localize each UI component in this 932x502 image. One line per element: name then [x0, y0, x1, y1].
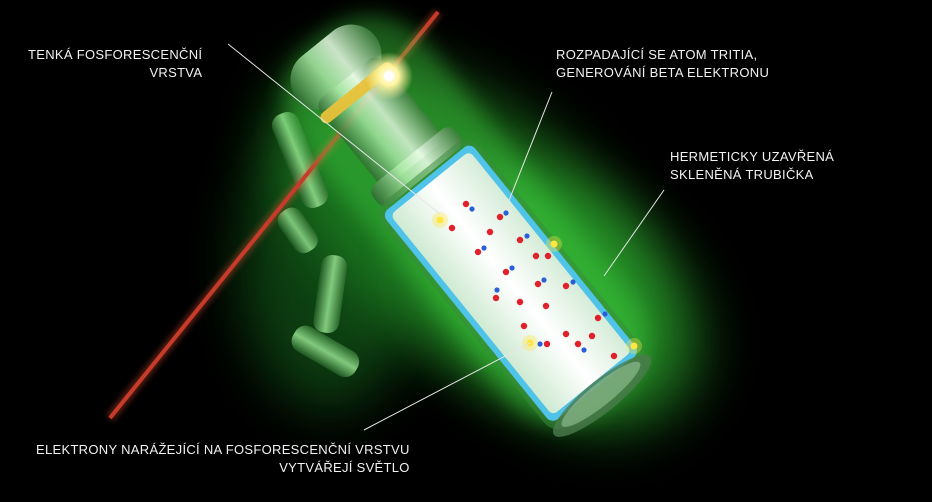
- tritium-atom-icon: [496, 210, 509, 221]
- label-electrons-hit: ELEKTRONY NARÁŽEJÍCÍ NA FOSFORESCENČNÍ V…: [36, 441, 410, 477]
- tritium-atom-icon: [574, 340, 587, 353]
- tritium-atom-icon: [537, 340, 551, 348]
- label-phosphor-layer-line-2: VRSTVA: [149, 65, 203, 80]
- tritium-atom-icon: [594, 311, 608, 322]
- tritium-atom-icon: [492, 287, 500, 302]
- tritium-atom-icon: [544, 252, 552, 260]
- label-phosphor-layer-line-1: TENKÁ FOSFORESCENČNÍ: [28, 47, 203, 62]
- background-tubes: [271, 112, 360, 378]
- callout-line-tritium-decay: [505, 91, 553, 209]
- electron-spark-icon: [626, 338, 642, 354]
- label-tritium-decay-line-1: ROZPADAJÍCÍ SE ATOM TRITIA,: [556, 47, 758, 62]
- label-electrons-hit-line-2: VYTVÁŘEJÍ SVĚTLO: [279, 460, 410, 475]
- electron-spark-icon: [365, 52, 413, 100]
- tritium-atom-icon: [516, 298, 524, 306]
- electron-spark-icon: [546, 236, 562, 252]
- tritium-atom-icon: [448, 224, 456, 232]
- tritium-atoms: [448, 200, 618, 360]
- label-sealed-tube-line-2: SKLENĚNÁ TRUBIČKA: [670, 167, 814, 182]
- tritium-atom-icon: [474, 245, 487, 256]
- tritium-atom-icon: [534, 277, 547, 288]
- callout-line-electrons-hit: [363, 342, 531, 431]
- electron-hits: [432, 212, 642, 354]
- label-electrons-hit-line-1: ELEKTRONY NARÁŽEJÍCÍ NA FOSFORESCENČNÍ V…: [36, 442, 410, 457]
- tritium-atom-icon: [610, 352, 618, 360]
- tritium-atom-icon: [462, 200, 475, 212]
- label-sealed-tube: HERMETICKY UZAVŘENÁ SKLENĚNÁ TRUBIČKA: [670, 148, 834, 184]
- sealed-glass-tube: [284, 14, 652, 437]
- callout-line-phosphor-layer: [227, 43, 441, 215]
- tritium-atom-icon: [502, 265, 515, 276]
- label-phosphor-layer: TENKÁ FOSFORESCENČNÍ VRSTVA: [28, 46, 202, 82]
- tritium-atom-icon: [588, 332, 596, 340]
- label-tritium-decay-line-2: GENEROVÁNÍ BETA ELEKTRONU: [556, 65, 770, 80]
- label-tritium-decay: ROZPADAJÍCÍ SE ATOM TRITIA, GENEROVÁNÍ B…: [556, 46, 769, 82]
- electron-spark-icon: [432, 212, 448, 228]
- tritium-atom-icon: [520, 322, 528, 330]
- tritium-atom-icon: [562, 330, 570, 338]
- tritium-atom-icon: [516, 233, 530, 244]
- callout-lines: [227, 43, 665, 431]
- callout-line-sealed-tube: [603, 189, 665, 277]
- label-sealed-tube-line-1: HERMETICKY UZAVŘENÁ: [670, 149, 835, 164]
- tritium-atom-icon: [532, 252, 540, 260]
- tritium-atom-icon: [542, 302, 550, 310]
- tritium-atom-icon: [486, 228, 494, 236]
- tritium-atom-icon: [562, 279, 576, 290]
